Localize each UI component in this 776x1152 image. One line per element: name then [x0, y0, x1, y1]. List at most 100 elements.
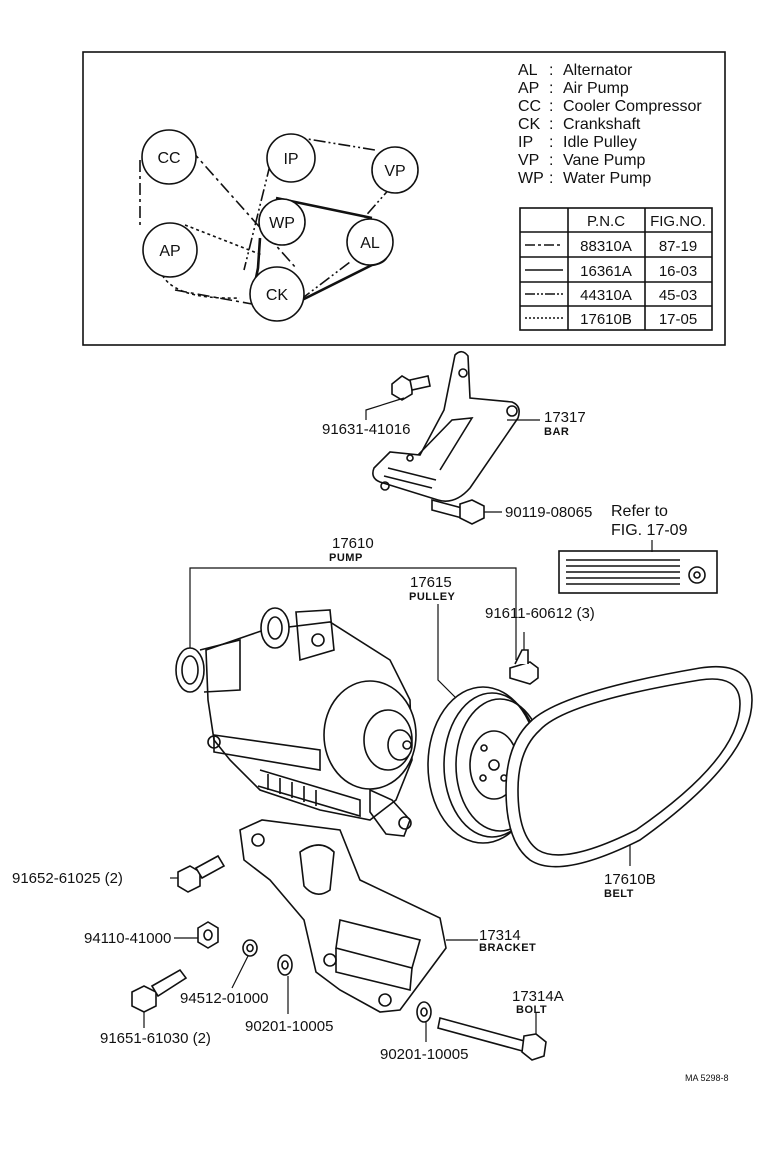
part-number-91652-61025: 91652-61025 (2)	[12, 870, 123, 887]
table-header-pnc: P.N.C	[587, 213, 625, 230]
part-number-94110-41000: 94110-41000	[84, 930, 171, 947]
part-number-91611-60612: 91611-60612 (3)	[485, 605, 595, 622]
belt-drawing	[505, 665, 753, 868]
svg-text:WP: WP	[518, 170, 544, 187]
refer-label-plate	[558, 550, 718, 594]
legend-item: VP : Vane Pump	[518, 152, 646, 169]
washer-2	[416, 1001, 432, 1042]
node-ck: CK	[249, 266, 305, 322]
svg-text::: :	[549, 116, 553, 133]
part-number-91631-41016: 91631-41016	[322, 421, 410, 438]
refer-line-1: Refer to	[611, 503, 668, 520]
node-ck-label: CK	[266, 287, 289, 304]
svg-text:45-03: 45-03	[659, 287, 697, 304]
svg-text:CC: CC	[518, 98, 541, 115]
table-row: 17610B 17-05	[525, 311, 697, 328]
node-wp: WP	[258, 198, 306, 246]
svg-text:44310A: 44310A	[580, 287, 632, 304]
node-ip-label: IP	[283, 151, 298, 168]
part-number-17314a: 17314A	[512, 988, 564, 1005]
part-number-90201-10005-b: 90201-10005	[380, 1046, 468, 1063]
svg-text:Air Pump: Air Pump	[563, 80, 629, 97]
refer-line-2: FIG. 17-09	[611, 522, 688, 539]
svg-text:AP: AP	[518, 80, 539, 97]
part-name-bar: BAR	[544, 426, 569, 438]
svg-text:Alternator: Alternator	[563, 62, 633, 79]
svg-text::: :	[549, 152, 553, 169]
legend-item: AP : Air Pump	[518, 80, 629, 97]
svg-text:Water Pump: Water Pump	[563, 170, 651, 187]
svg-text::: :	[549, 170, 553, 187]
pump-leader	[189, 567, 517, 660]
svg-text::: :	[549, 62, 553, 79]
part-name-pulley: PULLEY	[409, 591, 456, 603]
svg-text:AL: AL	[518, 62, 538, 79]
bolt-b	[131, 968, 188, 1028]
svg-text:Cooler Compressor: Cooler Compressor	[563, 98, 702, 115]
svg-text:Crankshaft: Crankshaft	[563, 116, 641, 133]
svg-text:IP: IP	[518, 134, 533, 151]
part-number-94512-01000: 94512-01000	[180, 990, 268, 1007]
part-name-belt: BELT	[604, 888, 634, 900]
part-number-90119-08065: 90119-08065	[505, 504, 592, 521]
part-number-17317: 17317	[544, 409, 586, 426]
svg-text:Idle Pulley: Idle Pulley	[563, 134, 637, 151]
node-al-label: AL	[360, 235, 380, 252]
node-al: AL	[346, 218, 394, 266]
node-cc: CC	[141, 129, 197, 185]
node-wp-label: WP	[269, 215, 295, 232]
table-header-fig: FIG.NO.	[650, 213, 706, 230]
svg-text:Vane Pump: Vane Pump	[563, 152, 646, 169]
bolt-bar-top	[365, 375, 431, 420]
svg-text:88310A: 88310A	[580, 238, 632, 255]
svg-text::: :	[549, 80, 553, 97]
legend-item: AL : Alternator	[518, 62, 633, 79]
legend-item: WP : Water Pump	[518, 170, 651, 187]
part-number-17610b: 17610B	[604, 871, 656, 888]
node-ap: AP	[142, 222, 198, 278]
belt-routing-frame	[82, 51, 726, 346]
drawing-stamp: MA 5298-8	[685, 1073, 729, 1083]
svg-text:CK: CK	[518, 116, 541, 133]
part-number-17314: 17314	[479, 927, 521, 944]
svg-text::: :	[549, 134, 553, 151]
svg-text:17-05: 17-05	[659, 311, 697, 328]
part-number-17610: 17610	[332, 535, 374, 552]
table-row: 16361A 16-03	[525, 263, 697, 280]
bolt-a	[170, 854, 226, 893]
svg-text:87-19: 87-19	[659, 238, 697, 255]
pulley-bolt	[509, 632, 539, 685]
washer-1	[277, 954, 293, 1014]
legend-item: IP : Idle Pulley	[518, 134, 637, 151]
table-row: 88310A 87-19	[525, 238, 697, 255]
node-vp-label: VP	[384, 163, 405, 180]
svg-text:17610B: 17610B	[580, 311, 632, 328]
legend-item: CC : Cooler Compressor	[518, 98, 702, 115]
belt-table: P.N.C FIG.NO. 88310A 87-19 16361A 16-03 …	[519, 207, 713, 331]
washer-small	[231, 939, 258, 989]
svg-text:16-03: 16-03	[659, 263, 697, 280]
part-number-91651-61030: 91651-61030 (2)	[100, 1030, 211, 1047]
svg-text:VP: VP	[518, 152, 539, 169]
table-row: 44310A 45-03	[525, 287, 697, 304]
bolt-bar-side	[431, 498, 502, 525]
legend: AL : Alternator AP : Air Pump CC : Coole…	[518, 62, 702, 187]
part-name-bracket: BRACKET	[479, 942, 536, 954]
node-cc-label: CC	[157, 150, 180, 167]
bracket-bolt	[437, 1012, 547, 1061]
part-number-90201-10005-a: 90201-10005	[245, 1018, 333, 1035]
part-name-bolt: BOLT	[516, 1004, 547, 1016]
bracket-drawing	[239, 819, 447, 1013]
node-ip: IP	[266, 133, 316, 183]
legend-item: CK : Crankshaft	[518, 116, 641, 133]
pulley-leader	[437, 604, 463, 705]
nut	[174, 921, 219, 949]
pulley-nodes: CC IP VP WP AL AP CK	[141, 129, 419, 322]
part-number-17615: 17615	[410, 574, 452, 591]
node-vp: VP	[371, 146, 419, 194]
svg-text::: :	[549, 98, 553, 115]
bar-drawing	[372, 350, 520, 502]
part-name-pump: PUMP	[329, 552, 363, 564]
node-ap-label: AP	[159, 243, 180, 260]
